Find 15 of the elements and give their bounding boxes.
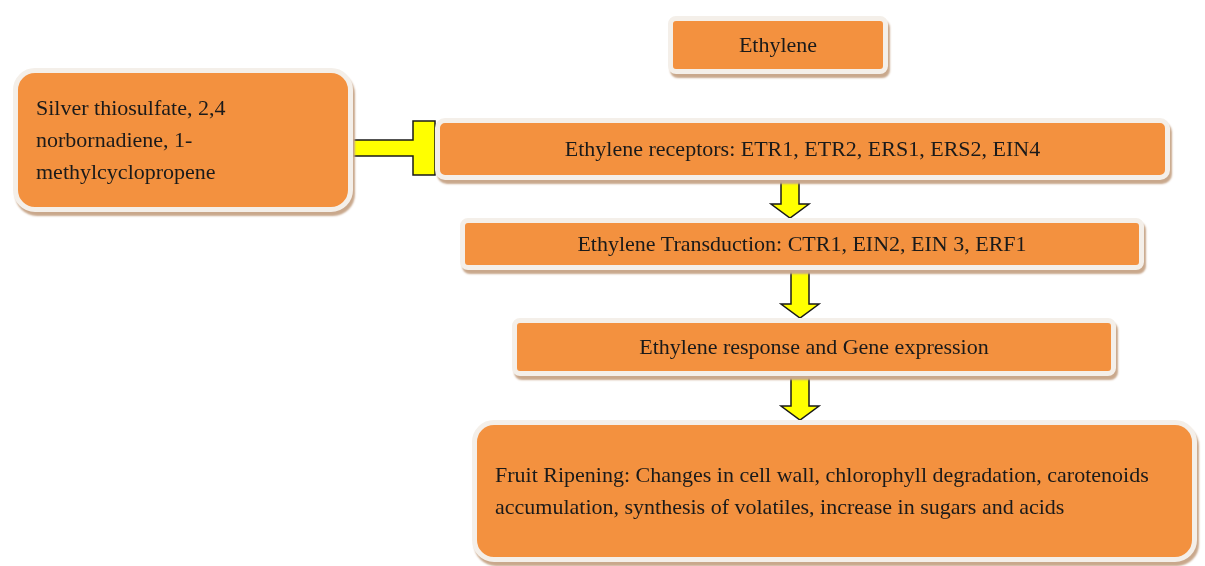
process-box	[512, 318, 1116, 376]
process-box	[13, 68, 353, 212]
process-box	[668, 16, 888, 74]
box-text: Ethylene Transduction: CTR1, EIN2, EIN 3, ERF1	[577, 230, 1027, 259]
box-text: Ethylene response and Gene expression	[639, 333, 989, 362]
box-text: Ethylene	[738, 31, 818, 60]
box-text: Silver thiosulfate, 2,4 norbornadiene, 1- methylcyclopropene	[36, 94, 227, 186]
process-box	[460, 218, 1144, 270]
process-box	[472, 420, 1197, 562]
process-box	[435, 118, 1170, 180]
box-text: Fruit Ripening: Changes in cell wall, chlorophyll degradation, carotenoids accumulation, synthesis of volatiles, increase in sugars and acids	[495, 461, 1150, 521]
box-text: Ethylene receptors: ETR1, ETR2, ERS1, ERS2, EIN4	[564, 135, 1041, 164]
block-arrow	[778, 269, 822, 319]
block-arrow	[778, 375, 822, 421]
block-arrow	[768, 179, 812, 219]
